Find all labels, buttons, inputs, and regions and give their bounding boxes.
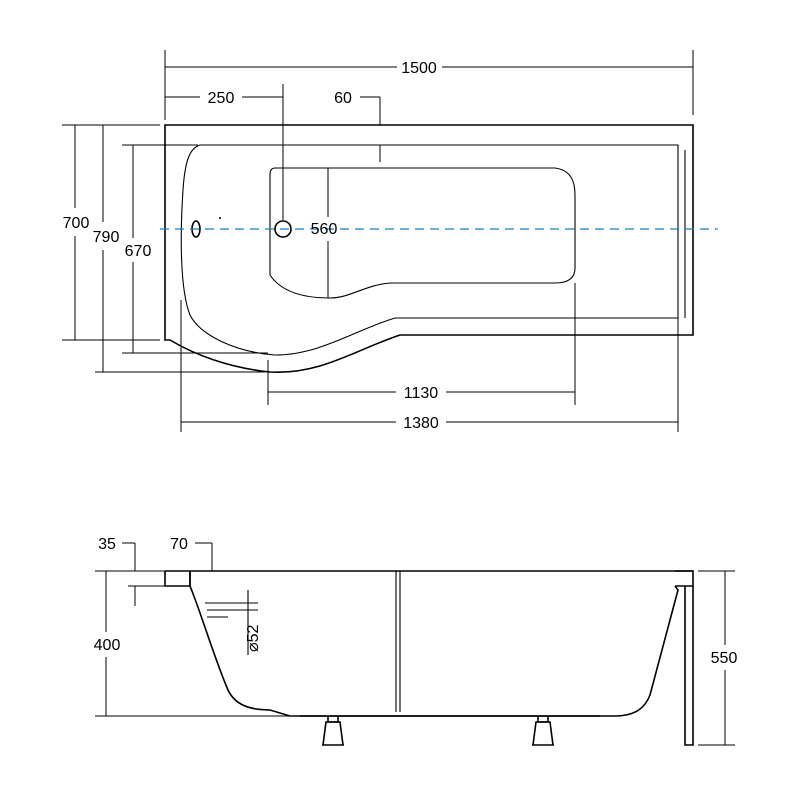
dim-1130-label: 1130 xyxy=(404,385,439,402)
dim-35: 35 xyxy=(98,536,165,606)
dim-670: 670 xyxy=(122,144,268,354)
dim-790-label: 790 xyxy=(93,229,120,246)
top-view: 1500 250 60 700 79 xyxy=(62,50,718,432)
side-left-rim-block xyxy=(164,571,191,587)
dim-550-label: 550 xyxy=(711,650,738,667)
top-view-bottom-area xyxy=(269,167,576,299)
dim-670-label: 670 xyxy=(125,243,152,260)
side-foot-right xyxy=(532,716,554,746)
dim-60-label: 60 xyxy=(334,90,352,107)
dim-1500-label: 1500 xyxy=(401,60,437,77)
dim-560-label: 560 xyxy=(311,221,338,238)
dim-790: 790 xyxy=(93,124,265,373)
dim-1500: 1500 xyxy=(164,50,694,120)
side-foot-left xyxy=(322,716,344,746)
overflow-diameter-label: ⌀52 xyxy=(245,624,262,652)
marker-dot xyxy=(219,217,221,219)
side-right-rim-block xyxy=(675,570,694,587)
dim-250-label: 250 xyxy=(208,90,235,107)
dim-1380-label: 1380 xyxy=(403,415,439,432)
dim-1130: 1130 xyxy=(267,283,576,405)
dim-70-label: 70 xyxy=(170,536,188,553)
overflow-detail: ⌀52 xyxy=(205,590,262,655)
dim-60: 60 xyxy=(334,90,381,162)
dim-1380: 1380 xyxy=(180,300,679,432)
top-view-inner-basin xyxy=(180,144,679,356)
side-view: ⌀52 35 70 400 550 xyxy=(94,536,738,746)
side-center-divider xyxy=(395,571,401,712)
drain-icon xyxy=(274,220,292,238)
dim-550: 550 xyxy=(698,570,738,746)
side-apron xyxy=(684,586,694,746)
dim-35-label: 35 xyxy=(98,536,116,553)
dim-700-label: 700 xyxy=(63,215,90,232)
top-view-outer-rim xyxy=(164,124,694,373)
dim-250: 250 xyxy=(165,84,284,220)
side-basin-profile xyxy=(189,571,679,717)
dim-560: 560 xyxy=(311,168,338,298)
dim-700: 700 xyxy=(62,124,160,341)
dim-400-label: 400 xyxy=(94,637,121,654)
dim-400: 400 xyxy=(94,570,290,717)
dim-70: 70 xyxy=(170,536,213,571)
